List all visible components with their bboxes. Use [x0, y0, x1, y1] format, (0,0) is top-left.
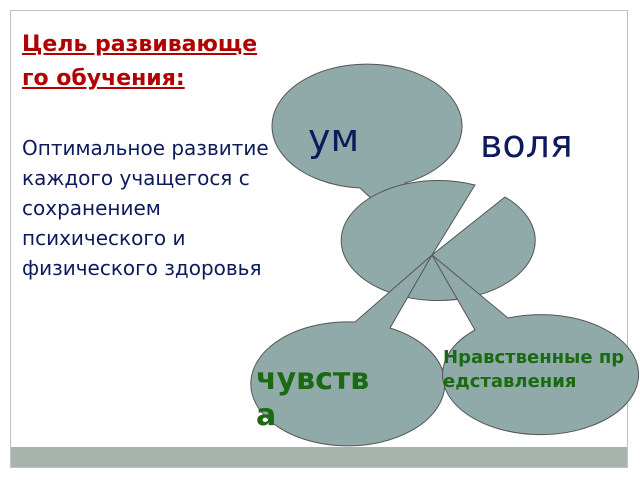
bubble-label-chuvstva: чувства: [256, 362, 370, 433]
slide-description: Оптимальное развитие каждого учащегося с…: [22, 136, 269, 280]
bottom-bar: [11, 447, 627, 467]
bubble-moral: [431, 254, 640, 436]
bubble-label-volya: воля: [480, 122, 573, 166]
bubble-um: [271, 63, 463, 256]
bubble-label-moral: Нравственные представления: [443, 347, 625, 392]
bubble-volya: [340, 180, 536, 302]
slide-frame: [10, 10, 628, 468]
bubble-label-um: ум: [308, 116, 360, 160]
bubble-chuvstva: [250, 254, 446, 447]
slide-title: Цель развивающего обучения:: [22, 32, 258, 91]
